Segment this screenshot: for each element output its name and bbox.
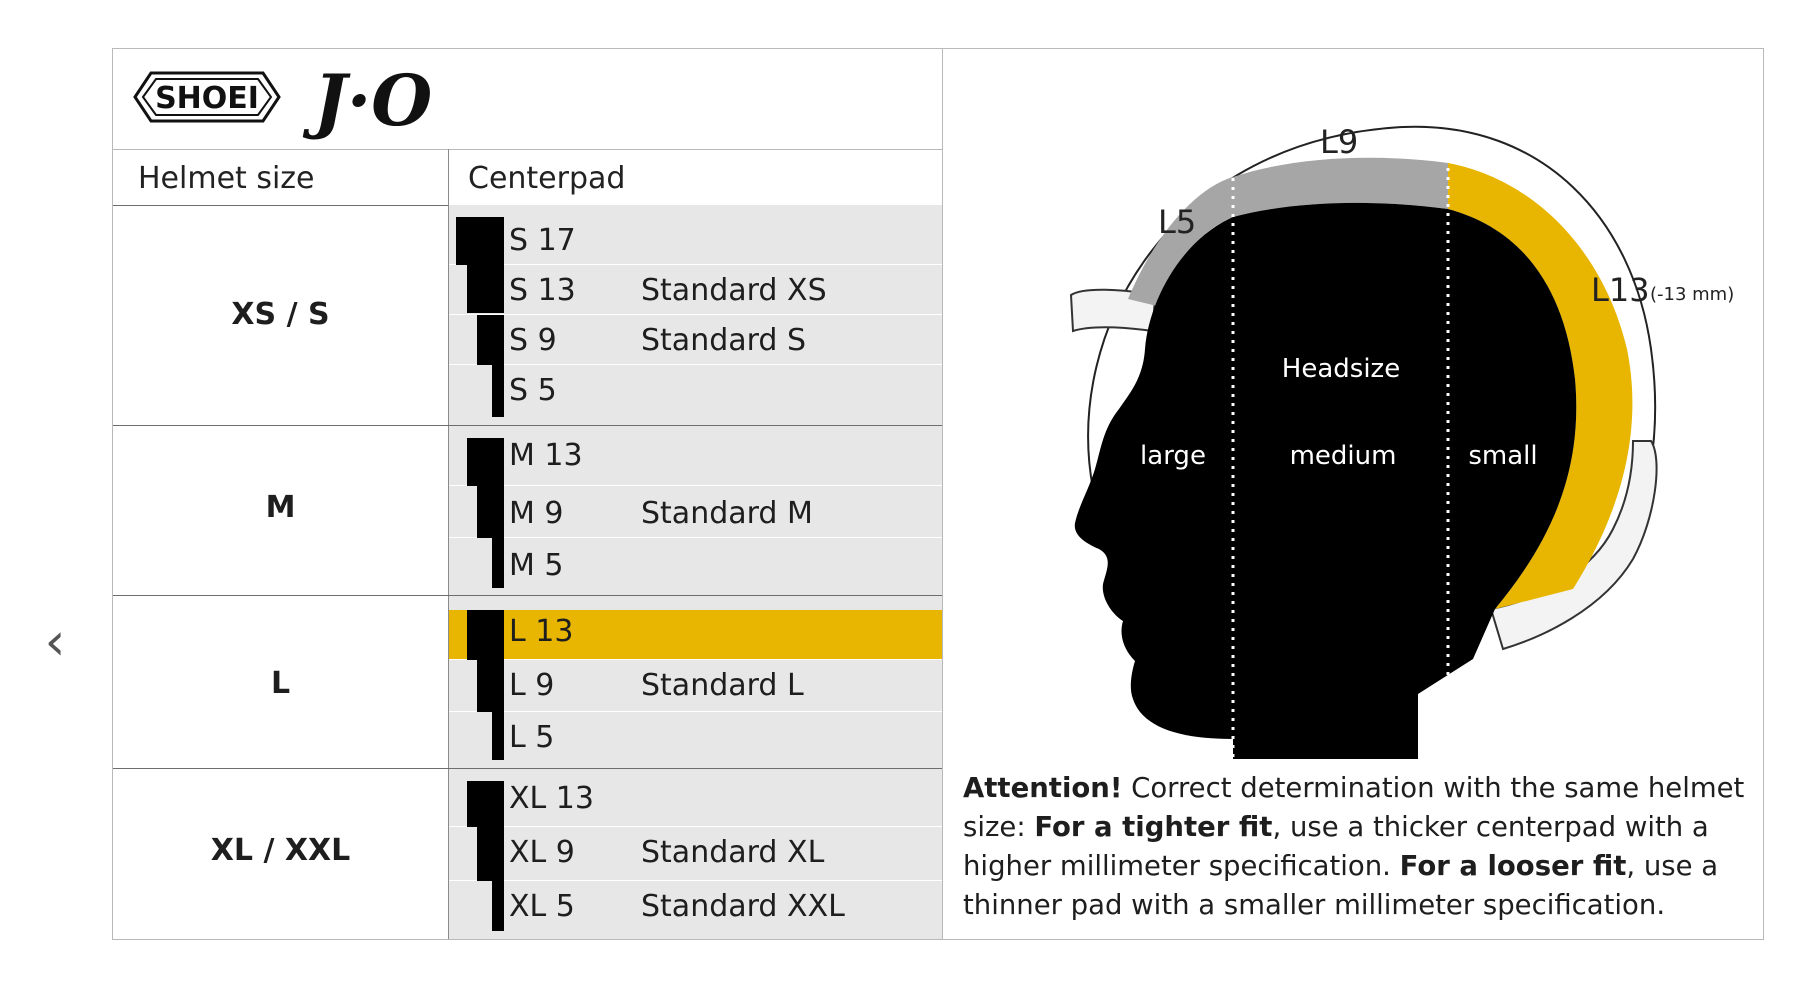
size-group-xs-s: XS / S S 17 S 13 Standard XS S 9 Standar… [113,205,942,426]
pad-name: S 13 [509,273,576,308]
attention-text-2: , use a thicker centerpad with a higher … [963,811,1709,882]
attention-lead: Attention! [963,772,1123,804]
size-group-xl-xxl: XL / XXL XL 13 XL 9 Standard XL XL 5 Sta… [113,769,942,939]
pad-row[interactable]: M 9 Standard M [449,486,942,538]
size-group-m: M M 13 M 9 Standard M M 5 [113,426,942,596]
label-l13-note: (-13 mm) [1650,284,1734,305]
pad-standard: Standard S [641,323,807,358]
pad-row[interactable]: S 13 Standard XS [449,265,942,315]
attention-bold-2: For a looser fit [1399,850,1627,882]
pad-standard: Standard M [641,496,813,531]
pad-thickness-icon [467,265,504,313]
pad-name: M 9 [509,496,564,531]
label-headsize: Headsize [1282,354,1400,384]
pad-row[interactable]: M 13 [449,426,942,486]
pad-row-selected[interactable]: L 13 [449,610,942,660]
pad-name: XL 13 [509,781,594,816]
label-small: small [1468,441,1537,471]
pad-thickness-icon [456,217,504,265]
pad-background [449,769,942,939]
shoei-jo-logo: SHOEI J·O [133,59,432,142]
pad-thickness-icon [492,881,504,931]
pad-background [449,426,942,595]
pad-thickness-icon [492,538,504,588]
attention-note: Attention! Correct determination with th… [963,769,1753,925]
size-chart: SHOEI J·O Helmet size Centerpad XS / S S… [112,48,1764,940]
pad-thickness-icon [467,781,504,827]
pad-thickness-icon [477,827,504,881]
pad-l5-shape [1128,177,1233,307]
helmet-diagram-panel: L5 L9 L13 (-13 mm) Headsize large medium… [943,49,1763,939]
attention-text-1: Correct determination with the same helm… [963,772,1745,843]
pad-standard: Standard L [641,668,804,703]
attention-bold-1: For a tighter fit [1034,811,1273,843]
pad-thickness-icon [477,660,504,712]
size-label: XL / XXL [210,833,351,868]
centerpad-header: Centerpad [468,161,626,196]
label-l9: L9 [1320,123,1358,161]
pad-l9-shape [1233,157,1448,217]
pad-row[interactable]: XL 9 Standard XL [449,827,942,881]
previous-arrow-icon[interactable]: ‹ [44,612,66,672]
brand-text: SHOEI [155,81,259,116]
pad-thickness-icon [492,712,504,760]
pad-name: XL 5 [509,889,575,924]
pad-row[interactable]: S 17 [449,205,942,265]
logo-row: SHOEI J·O [113,49,942,150]
centerpad-table: SHOEI J·O Helmet size Centerpad XS / S S… [113,49,943,939]
pad-thickness-icon [477,315,504,365]
table-header: Helmet size Centerpad [113,149,942,206]
label-l13: L13 [1591,271,1650,309]
size-group-l: L L 13 L 9 Standard L L 5 [113,596,942,769]
pad-background [449,205,942,425]
pad-name: M 13 [509,438,583,473]
helmet-size-header: Helmet size [138,161,315,196]
pad-standard: Standard XL [641,835,825,870]
pad-thickness-icon [477,486,504,538]
size-label: M [265,490,296,525]
pad-row[interactable]: XL 5 Standard XXL [449,881,942,938]
head-silhouette [1074,202,1577,759]
pad-row[interactable]: S 9 Standard S [449,315,942,365]
pad-thickness-icon [467,610,504,660]
pad-name: L 13 [509,614,574,649]
pad-standard: Standard XXL [641,889,845,924]
attention-text-3: , use a thinner pad with a smaller milli… [963,850,1719,921]
pad-l13-shape [1448,163,1633,609]
pad-thickness-icon [492,365,504,417]
label-l5: L5 [1158,203,1196,241]
pad-name: S 9 [509,323,557,358]
pad-name: L 5 [509,720,555,755]
pad-name: S 5 [509,373,557,408]
column-divider [448,149,449,939]
pad-row[interactable]: S 5 [449,365,942,425]
pad-row[interactable]: XL 13 [449,769,942,827]
pad-row[interactable]: L 9 Standard L [449,660,942,712]
pad-standard: Standard XS [641,273,827,308]
pad-row[interactable]: M 5 [449,538,942,595]
helmet-diagram: L5 L9 L13 (-13 mm) Headsize large medium… [1069,123,1734,759]
pad-name: XL 9 [509,835,575,870]
pad-name: M 5 [509,548,564,583]
pad-name: S 17 [509,223,576,258]
pad-row[interactable]: L 5 [449,712,942,768]
size-label: XS / S [231,297,330,332]
label-medium: medium [1290,441,1397,471]
label-large: large [1140,441,1206,471]
pad-name: L 9 [509,668,555,703]
pad-thickness-icon [467,438,504,486]
size-label: L [270,666,291,701]
model-text: J·O [303,59,432,142]
